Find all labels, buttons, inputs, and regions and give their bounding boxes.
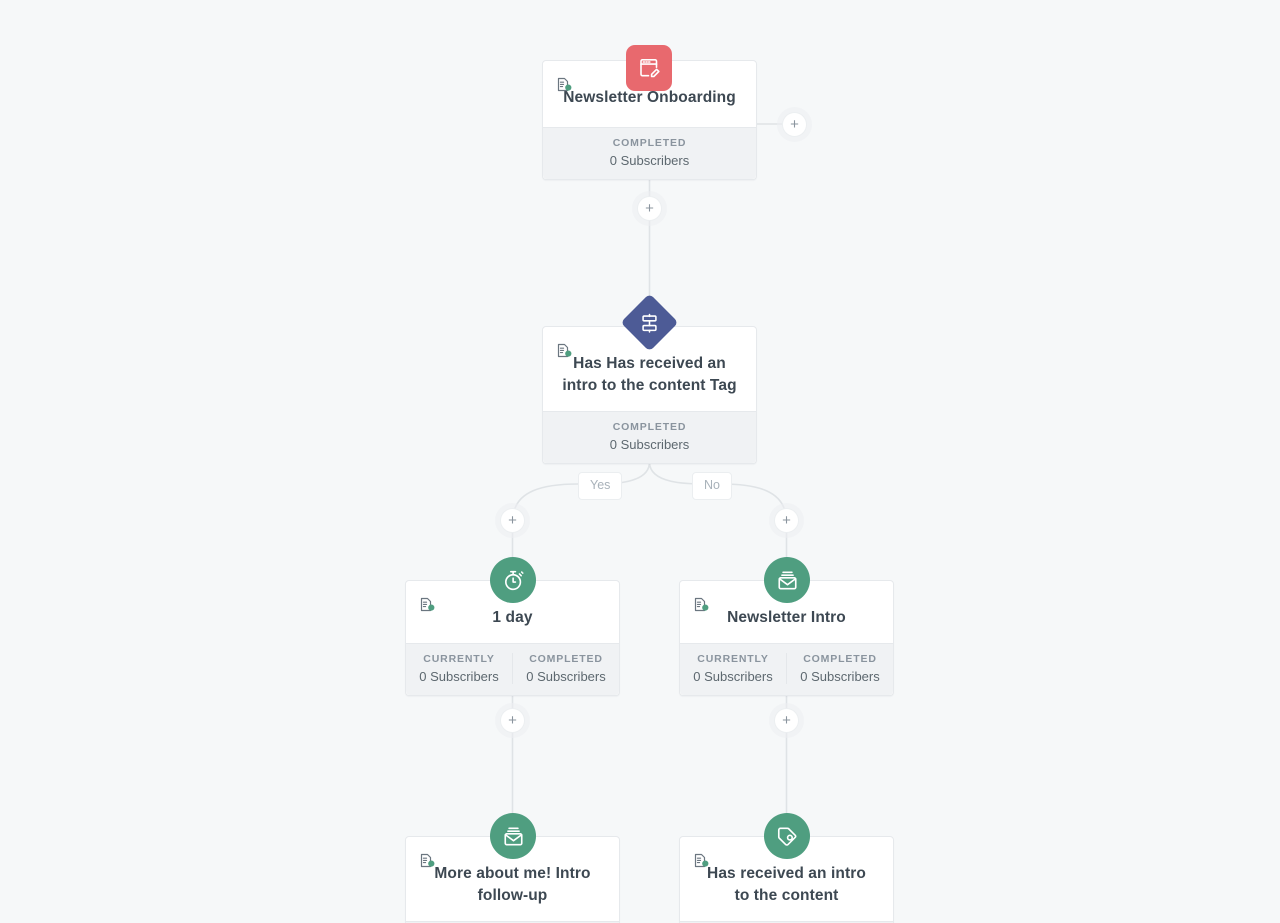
stat-value: 0 Subscribers: [609, 153, 690, 168]
node-title: More about me! Intro follow-up: [434, 865, 591, 904]
node-title: Newsletter Onboarding: [563, 89, 736, 106]
add-step-below-delay[interactable]: +: [500, 708, 525, 733]
document-active-icon: [556, 343, 572, 359]
add-step-right-of-trigger[interactable]: +: [782, 112, 807, 137]
stat-label: CURRENTLY: [697, 653, 769, 665]
email-envelope-icon[interactable]: [764, 557, 810, 603]
stat-label: COMPLETED: [612, 137, 687, 149]
stat-value: 0 Subscribers: [800, 669, 880, 684]
tag-icon[interactable]: [764, 813, 810, 859]
document-active-icon: [693, 597, 709, 613]
add-step-no-branch[interactable]: +: [774, 508, 799, 533]
add-step-below-trigger[interactable]: +: [637, 196, 662, 221]
stopwatch-icon[interactable]: [490, 557, 536, 603]
stat-value: 0 Subscribers: [419, 669, 499, 684]
node-footer: [680, 921, 893, 923]
plus-glyph: +: [782, 511, 791, 529]
stat-label: COMPLETED: [529, 653, 603, 665]
plus-glyph: +: [645, 199, 654, 217]
stat-completed: COMPLETED 0 Subscribers: [543, 137, 756, 168]
node-footer: CURRENTLY 0 Subscribers COMPLETED 0 Subs…: [406, 643, 619, 695]
stat-currently: CURRENTLY 0 Subscribers: [680, 653, 786, 684]
document-active-icon: [693, 853, 709, 869]
stat-value: 0 Subscribers: [693, 669, 773, 684]
branch-label-yes: Yes: [578, 472, 623, 500]
stat-completed: COMPLETED 0 Subscribers: [543, 421, 756, 452]
add-step-yes-branch[interactable]: +: [500, 508, 525, 533]
node-title: Has received an intro to the content: [707, 865, 866, 904]
document-active-icon: [556, 77, 572, 93]
document-active-icon: [419, 597, 435, 613]
node-footer: COMPLETED 0 Subscribers: [543, 127, 756, 179]
stat-currently: CURRENTLY 0 Subscribers: [406, 653, 512, 684]
stat-completed: COMPLETED 0 Subscribers: [786, 653, 893, 684]
node-title: 1 day: [492, 609, 533, 626]
stat-label: CURRENTLY: [423, 653, 495, 665]
email-envelope-icon[interactable]: [490, 813, 536, 859]
form-edit-icon[interactable]: [626, 45, 672, 91]
plus-glyph: +: [782, 711, 791, 729]
branch-label-no: No: [692, 472, 732, 500]
stat-value: 0 Subscribers: [609, 437, 690, 452]
plus-glyph: +: [790, 115, 799, 133]
node-footer: [406, 921, 619, 923]
stat-label: COMPLETED: [612, 421, 687, 433]
node-footer: CURRENTLY 0 Subscribers COMPLETED 0 Subs…: [680, 643, 893, 695]
stat-value: 0 Subscribers: [526, 669, 606, 684]
node-footer: COMPLETED 0 Subscribers: [543, 411, 756, 463]
document-active-icon: [419, 853, 435, 869]
node-delay-one-day[interactable]: 1 day CURRENTLY 0 Subscribers COMPLETED …: [405, 580, 620, 696]
node-title: Has Has received an intro to the content…: [562, 355, 737, 394]
plus-glyph: +: [508, 511, 517, 529]
node-newsletter-intro[interactable]: Newsletter Intro CURRENTLY 0 Subscribers…: [679, 580, 894, 696]
node-title: Newsletter Intro: [727, 609, 846, 626]
add-step-below-newsletter-intro[interactable]: +: [774, 708, 799, 733]
stat-label: COMPLETED: [803, 653, 877, 665]
plus-glyph: +: [508, 711, 517, 729]
stat-completed: COMPLETED 0 Subscribers: [512, 653, 619, 684]
